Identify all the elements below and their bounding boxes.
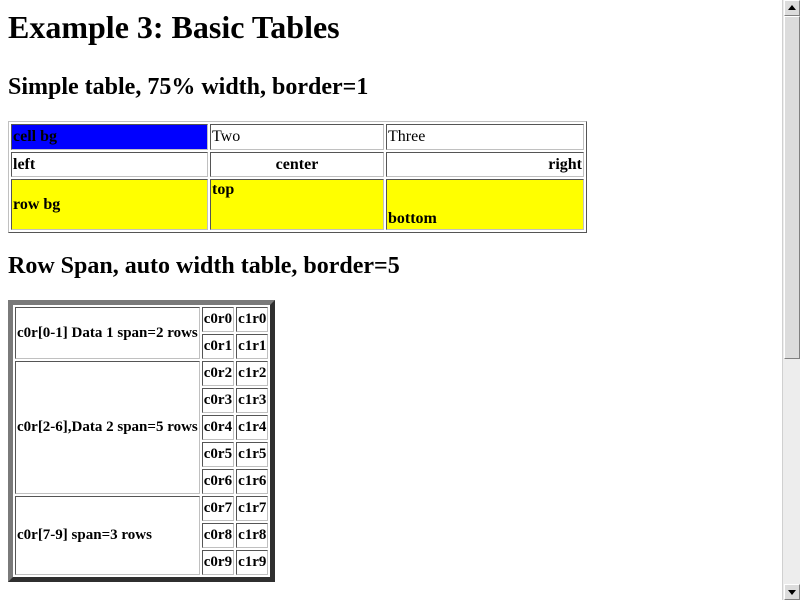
rowspan-table-heading: Row Span, auto width table, border=5	[8, 253, 400, 279]
table-cell-span: c0r[7-9] span=3 rows	[15, 496, 200, 575]
table-row: c0r1 c1r1	[15, 334, 269, 359]
table-row: left center right	[11, 152, 584, 177]
table-row: cell bg Two Three	[11, 124, 584, 150]
scroll-down-button[interactable]	[784, 584, 800, 600]
table-cell: c1r6	[236, 469, 269, 494]
table-row: c0r3 c1r3	[15, 388, 269, 413]
vertical-scrollbar[interactable]	[782, 0, 800, 600]
table-cell: c0r8	[201, 523, 235, 548]
table-cell: c1r7	[236, 496, 269, 521]
table-cell: left	[11, 152, 208, 177]
table-cell: c1r8	[236, 523, 269, 548]
scrollbar-thumb[interactable]	[784, 16, 800, 359]
rowspan-table: c0r[0-1] Data 1 span=2 rows c0r0 c1r0 c0…	[8, 300, 276, 582]
page-content: Example 3: Basic Tables Simple table, 75…	[8, 9, 587, 582]
table-row: c0r[2-6],Data 2 span=5 rows c0r2 c1r2	[15, 361, 269, 494]
table-row: c0r9 c1r9	[15, 550, 269, 575]
table-cell: c0r1	[201, 334, 235, 359]
simple-table-heading: Simple table, 75% width, border=1	[8, 74, 369, 100]
table-cell: c1r3	[236, 388, 269, 413]
table-cell: bottom	[386, 179, 584, 230]
table-row: c0r[7-9] span=3 rows c0r7 c1r7	[15, 496, 269, 575]
table-cell-span: c0r[0-1] Data 1 span=2 rows	[15, 307, 200, 359]
table-cell-span: c0r[2-6],Data 2 span=5 rows	[15, 361, 200, 494]
table-cell-cell-bg: cell bg	[11, 124, 208, 150]
table-cell: c1r5	[236, 442, 269, 467]
page-title: Example 3: Basic Tables	[8, 9, 340, 45]
table-cell: c0r5	[201, 442, 235, 467]
table-cell: c0r0	[201, 307, 235, 332]
table-cell: c1r4	[236, 415, 269, 440]
table-cell: c1r2	[236, 361, 269, 386]
table-cell: c0r3	[201, 388, 235, 413]
table-row: c0r4 c1r4	[15, 415, 269, 440]
table-row: c0r8 c1r8	[15, 523, 269, 548]
table-cell: right	[386, 152, 584, 177]
table-row: c0r5 c1r5	[15, 442, 269, 467]
scroll-up-button[interactable]	[784, 0, 800, 16]
table-cell: center	[210, 152, 384, 177]
arrow-up-icon	[788, 5, 796, 10]
table-row: c0r[0-1] Data 1 span=2 rows c0r0 c1r0	[15, 307, 269, 359]
table-cell: c0r7	[201, 496, 235, 521]
table-cell: Two	[210, 124, 384, 150]
table-cell-row-bg: row bg	[11, 179, 208, 230]
table-cell: c1r9	[236, 550, 269, 575]
arrow-down-icon	[788, 590, 796, 595]
table-cell: c0r2	[201, 361, 235, 386]
table-cell: Three	[386, 124, 584, 150]
table-row: row bg top bottom	[11, 179, 584, 230]
table-row: c0r6 c1r6	[15, 469, 269, 494]
table-cell: c0r4	[201, 415, 235, 440]
table-cell: top	[210, 179, 384, 230]
table-cell: c0r9	[201, 550, 235, 575]
table-cell: c1r0	[236, 307, 269, 332]
simple-table: cell bg Two Three left center right row …	[8, 121, 587, 233]
table-cell: c1r1	[236, 334, 269, 359]
table-cell: c0r6	[201, 469, 235, 494]
